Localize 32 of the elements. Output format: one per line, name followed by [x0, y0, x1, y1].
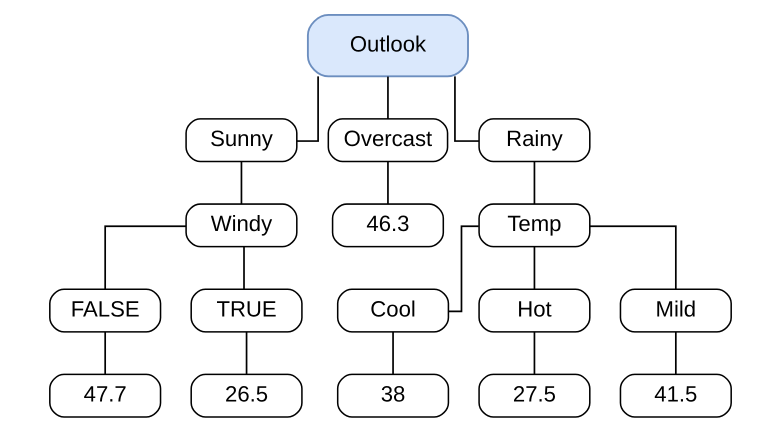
- connector: [246, 332, 248, 374]
- node-box: 26.5: [190, 374, 303, 418]
- node-box: Cool: [336, 288, 450, 333]
- connector: [534, 332, 536, 374]
- node-box: 27.5: [478, 374, 591, 418]
- connector: [297, 76, 319, 142]
- connector: [104, 332, 106, 374]
- node-box: Rainy: [478, 118, 591, 162]
- node-box: 47.7: [49, 374, 162, 418]
- connector: [454, 76, 479, 142]
- node-box: Outlook: [306, 14, 469, 78]
- connector: [674, 332, 677, 374]
- connector: [590, 225, 677, 289]
- node-box: FALSE: [49, 288, 162, 333]
- node-box: Sunny: [185, 118, 298, 162]
- connector: [392, 332, 394, 374]
- node-box: Hot: [478, 288, 591, 333]
- node-box: Windy: [185, 203, 298, 248]
- connector: [243, 246, 245, 289]
- node-box: TRUE: [190, 288, 303, 333]
- node-box: 38: [336, 374, 450, 418]
- connector: [104, 225, 186, 289]
- connector: [240, 162, 242, 204]
- node-box: Temp: [478, 203, 591, 248]
- connector: [534, 162, 536, 204]
- node-box: Overcast: [328, 118, 448, 162]
- connector: [387, 76, 389, 119]
- connector: [387, 162, 389, 204]
- node-box: 41.5: [620, 374, 732, 418]
- connector: [534, 246, 536, 289]
- node-box: 46.3: [332, 203, 444, 248]
- node-box: Mild: [620, 288, 732, 333]
